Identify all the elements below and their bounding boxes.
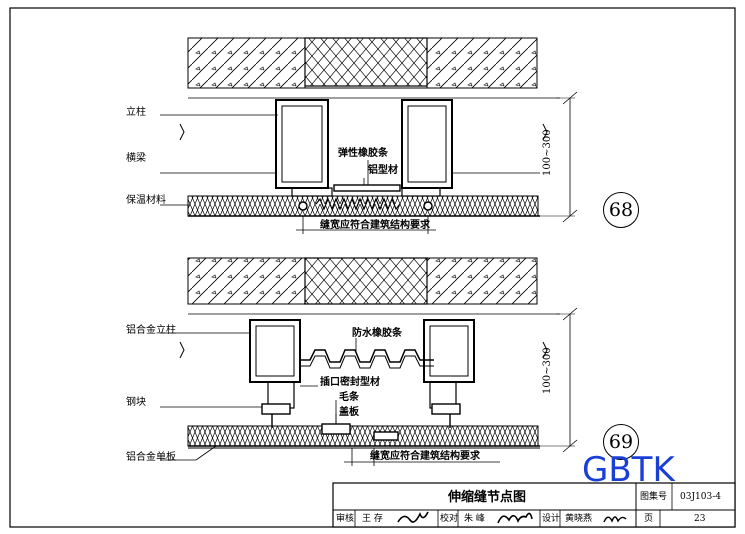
label-alloy-panel: 铝合金单板 bbox=[126, 452, 176, 463]
atlas-label: 图集号 bbox=[640, 492, 668, 502]
label-brush-strip: 毛条 bbox=[339, 392, 359, 403]
concrete-slab-right bbox=[426, 37, 538, 89]
checker-name: 朱 峰 bbox=[464, 514, 485, 524]
waterproof-rubber-strip bbox=[300, 349, 434, 363]
label-insert-profile: 插口密封型材 bbox=[320, 377, 380, 388]
label-joint-note-69: 缝宽应符合建筑结构要求 bbox=[370, 451, 480, 462]
drawing-title: 伸缩缝节点图 bbox=[448, 490, 527, 505]
alloy-column-left bbox=[249, 319, 301, 383]
label-beam: 横梁 bbox=[126, 153, 146, 164]
atlas-number: 03J103-4 bbox=[680, 492, 722, 502]
joint-filler-69 bbox=[304, 257, 428, 305]
page-label: 页 bbox=[644, 514, 654, 524]
label-aluminum-profile: 铝型材 bbox=[368, 165, 398, 176]
label-alloy-column: 铝合金立柱 bbox=[126, 325, 176, 336]
joint-filler bbox=[304, 37, 428, 87]
signature-checker bbox=[497, 512, 533, 524]
review-label: 审核 bbox=[336, 514, 355, 524]
design-label: 设计 bbox=[542, 514, 561, 524]
bracket-left bbox=[261, 403, 291, 415]
signature-designer bbox=[603, 516, 627, 523]
label-waterproof-strip: 防水橡胶条 bbox=[352, 328, 402, 339]
detail-68 bbox=[160, 37, 578, 234]
concrete-slab-right-69 bbox=[426, 257, 538, 305]
baffle-plate bbox=[321, 423, 351, 435]
elastic-rubber-strip bbox=[315, 197, 401, 211]
aluminum-profile bbox=[333, 184, 401, 192]
bracket-right bbox=[431, 403, 461, 415]
detail-69 bbox=[160, 257, 578, 466]
signature-reviewer bbox=[397, 511, 429, 523]
alloy-column-right bbox=[423, 319, 475, 383]
concrete-slab-left-69 bbox=[187, 257, 306, 305]
label-dimension-68: 100~300 bbox=[542, 129, 553, 176]
detail-number-69: 69 bbox=[603, 424, 639, 460]
detail-number-68: 68 bbox=[603, 192, 639, 228]
watermark-text: GBTK bbox=[582, 450, 675, 490]
label-bracket: 钢块 bbox=[126, 397, 146, 408]
label-column: 立柱 bbox=[126, 107, 146, 118]
label-baffle: 盖板 bbox=[339, 407, 359, 418]
title-block bbox=[332, 482, 736, 528]
concrete-slab-left bbox=[187, 37, 306, 89]
page-number: 23 bbox=[694, 514, 706, 524]
label-dimension-69: 100~300 bbox=[542, 347, 553, 394]
column-left bbox=[275, 99, 329, 189]
label-elastic-strip: 弹性橡胶条 bbox=[338, 148, 388, 159]
column-right bbox=[401, 99, 453, 189]
label-joint-note-68: 缝宽应符合建筑结构要求 bbox=[320, 220, 430, 231]
label-insulation: 保温材料 bbox=[126, 195, 166, 206]
insulation-layer-69 bbox=[187, 425, 539, 447]
check-label: 校对 bbox=[440, 514, 459, 524]
designer-name: 黄晓燕 bbox=[565, 514, 593, 524]
reviewer-name: 王 存 bbox=[362, 514, 383, 524]
